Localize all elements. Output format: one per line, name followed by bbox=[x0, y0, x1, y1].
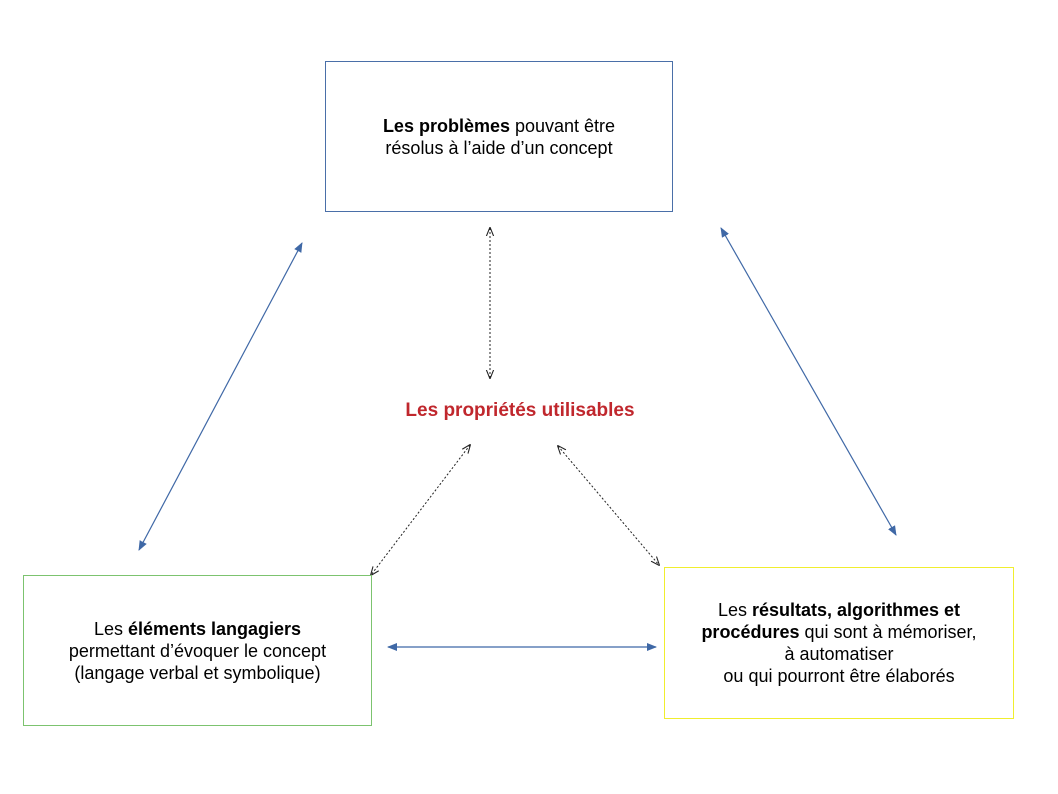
problems-box: Les problèmes pouvant être résolus à l’a… bbox=[325, 61, 673, 212]
language-box-line-1-pre: Les bbox=[93, 618, 128, 639]
problems-box-line-2: résolus à l’aide d’un concept bbox=[385, 137, 613, 158]
problems-box-bold: Les problèmes bbox=[382, 115, 510, 136]
arrow-right-to-top bbox=[720, 227, 897, 536]
results-box-line-2: procédures qui sont à mémoriser, bbox=[701, 621, 976, 643]
results-box-line-4: ou qui pourront être élaborés bbox=[723, 666, 955, 686]
language-box-line-2: permettant d’évoquer le concept bbox=[68, 640, 327, 661]
problems-box-line-1: Les problèmes pouvant être bbox=[383, 115, 615, 137]
properties-label: Les propriétés utilisables bbox=[405, 400, 635, 421]
results-box-line-2-rest: qui sont à mémoriser, bbox=[799, 622, 977, 642]
results-box-line-3: à automatiser bbox=[784, 644, 894, 664]
language-box-line-3: (langage verbal et symbolique) bbox=[74, 662, 321, 683]
arrow-left-to-top bbox=[138, 242, 303, 551]
results-box-line-1-pre: Les bbox=[717, 600, 752, 620]
dotted-arrow-center-to-left bbox=[371, 445, 470, 575]
language-box-line-1: Les éléments langagiers bbox=[69, 618, 326, 640]
results-box: Les résultats, algorithmes et procédures… bbox=[664, 567, 1014, 719]
dotted-arrow-center-to-right bbox=[558, 446, 659, 565]
results-box-bold-2: procédures bbox=[701, 622, 800, 642]
results-box-line-1: Les résultats, algorithmes et bbox=[701, 599, 976, 621]
language-elements-box: Les éléments langagiers permettant d’évo… bbox=[23, 575, 372, 726]
results-box-bold-1: résultats, algorithmes et bbox=[751, 600, 961, 620]
language-box-bold: éléments langagiers bbox=[127, 618, 302, 639]
problems-box-line-1-rest: pouvant être bbox=[509, 115, 616, 136]
